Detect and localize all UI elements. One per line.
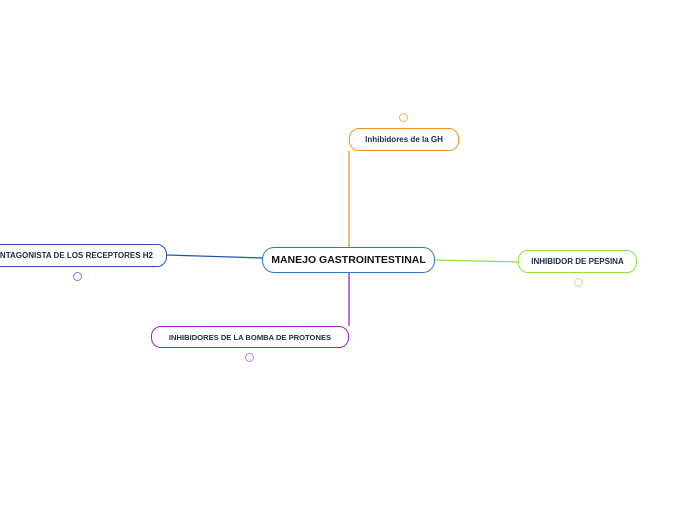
topic-node-inhibidores-gh[interactable]: Inhibidores de la GH [349,128,459,151]
connector-antagonista [166,254,263,259]
topic-node-inhibidor-pepsina[interactable]: INHIBIDOR DE PEPSINA [518,250,637,273]
central-topic-node[interactable]: MANEJO GASTROINTESTINAL [262,247,435,273]
topic-label-inhibidores-gh: Inhibidores de la GH [365,135,443,144]
collapse-toggle-icon-pepsina[interactable] [574,278,583,287]
collapse-toggle-icon-bomba[interactable] [245,353,254,362]
connector-pepsina [434,259,519,263]
topic-label-antagonista-h2: ANTAGONISTA DE LOS RECEPTORES H2 [0,251,153,260]
topic-node-bomba-protones[interactable]: INHIBIDORES DE LA BOMBA DE PROTONES [151,326,349,348]
topic-node-antagonista-h2[interactable]: ANTAGONISTA DE LOS RECEPTORES H2 [0,244,167,267]
collapse-toggle-icon-antagonista[interactable] [73,272,82,281]
topic-label-inhibidor-pepsina: INHIBIDOR DE PEPSINA [531,257,624,266]
central-topic-label: MANEJO GASTROINTESTINAL [271,254,426,266]
topic-label-bomba-protones: INHIBIDORES DE LA BOMBA DE PROTONES [168,332,332,342]
collapse-toggle-icon-gh[interactable] [399,113,408,122]
